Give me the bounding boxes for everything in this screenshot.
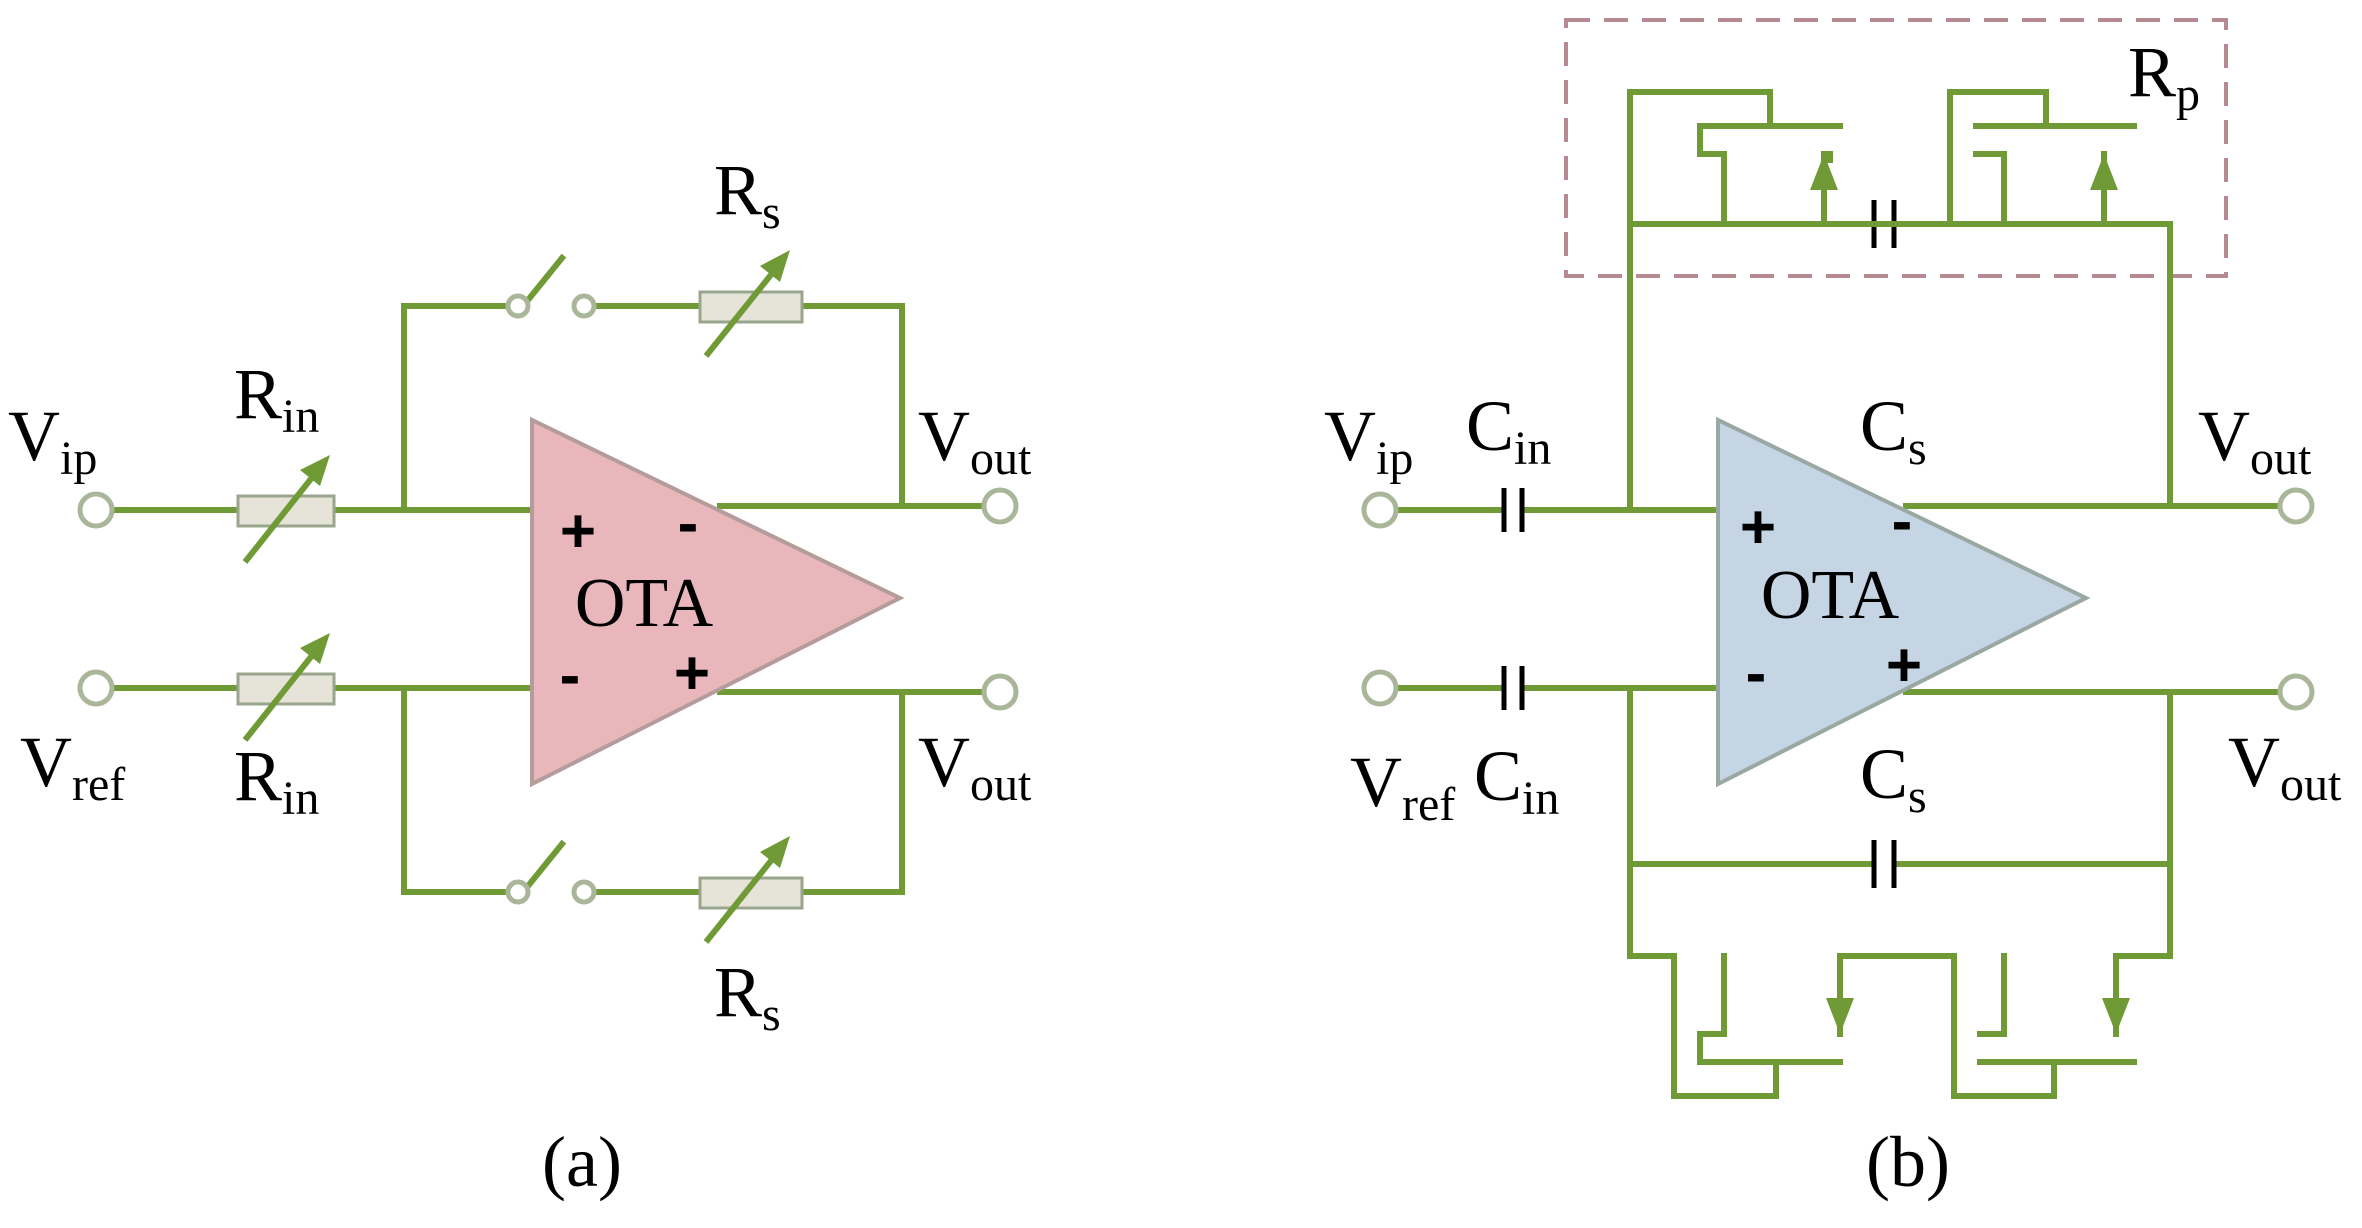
vref-label-a: Vref	[20, 722, 125, 811]
vip-terminal-a	[77, 491, 115, 529]
panel-b: OTA + - - + Vip Cin Vref Cin Cs Cs Vout …	[1324, 18, 2342, 1202]
bottom-feedback-wire-a	[401, 685, 905, 895]
rp-label-b: Rp	[2128, 32, 2200, 121]
top-feedback-wire-a	[401, 303, 905, 513]
rs-top-label-a: Rs	[714, 150, 781, 239]
out-plus-sign-b: +	[1886, 631, 1922, 700]
cs-bottom-label-b: Cs	[1860, 734, 1927, 823]
ota-amplifier-a	[530, 416, 905, 788]
vout-top-label-a: Vout	[918, 396, 1032, 485]
rin-bottom-resistor-a	[236, 633, 336, 742]
mosfet-top-left-arrow	[1810, 154, 1838, 190]
in-minus-sign-b: -	[1746, 639, 1767, 708]
vout-bottom-terminal-b	[2277, 673, 2315, 711]
mosfet-bottom-drawing	[1627, 861, 2173, 1099]
in-minus-sign-a: -	[560, 641, 581, 710]
rs-bottom-label-a: Rs	[714, 952, 781, 1041]
cin-bottom-capacitor-b	[1501, 666, 1525, 710]
top-feedback-wire-b	[1627, 221, 2173, 513]
vip-label-a: Vip	[8, 396, 97, 485]
top-switch-a	[505, 253, 597, 319]
rin-bottom-label-a: Rin	[234, 736, 319, 825]
out-minus-sign-a: -	[678, 489, 699, 558]
in-plus-sign-a: +	[560, 497, 596, 566]
cs-top-label-b: Cs	[1860, 386, 1927, 475]
in-plus-sign-b: +	[1740, 493, 1776, 562]
rin-top-resistor-a	[236, 455, 336, 564]
out-minus-sign-b: -	[1892, 487, 1913, 556]
ota-label-b: OTA	[1761, 557, 1900, 634]
panel-a: OTA + - - + Vip Vref Rin Rin Rs Rs Vout …	[8, 150, 1032, 1202]
mosfet-bottom-left-arrow	[1826, 998, 1854, 1034]
out-plus-sign-a: +	[674, 639, 710, 708]
vip-label-b: Vip	[1324, 396, 1413, 485]
cs-bottom-capacitor-b	[1871, 840, 1897, 888]
ota-label-a: OTA	[575, 565, 714, 642]
vip-terminal-b	[1361, 491, 1399, 529]
vout-bottom-terminal-a	[981, 673, 1019, 711]
vout-top-terminal-a	[981, 487, 1019, 525]
vout-top-terminal-b	[2277, 487, 2315, 525]
mosfet-bottom-right-arrow	[2102, 998, 2130, 1034]
bottom-switch-a	[505, 839, 597, 905]
cin-top-capacitor-b	[1501, 488, 1525, 532]
mosfet-top-drawing	[1627, 89, 2173, 227]
vref-terminal-a	[77, 669, 115, 707]
cin-bottom-label-b: Cin	[1474, 736, 1559, 825]
caption-b: (b)	[1866, 1122, 1950, 1202]
mosfet-top-right-arrow	[2090, 154, 2118, 190]
rs-top-resistor-a	[698, 250, 804, 358]
ota-amplifier-b	[1716, 416, 2091, 788]
vout-top-label-b: Vout	[2198, 396, 2312, 485]
rs-bottom-resistor-a	[698, 836, 804, 944]
rin-top-label-a: Rin	[234, 354, 319, 443]
cin-top-label-b: Cin	[1466, 386, 1551, 475]
caption-a: (a)	[542, 1122, 622, 1202]
vref-label-b: Vref	[1350, 742, 1455, 831]
vout-bottom-label-b: Vout	[2228, 722, 2342, 811]
vref-terminal-b	[1361, 669, 1399, 707]
vout-bottom-label-a: Vout	[918, 722, 1032, 811]
